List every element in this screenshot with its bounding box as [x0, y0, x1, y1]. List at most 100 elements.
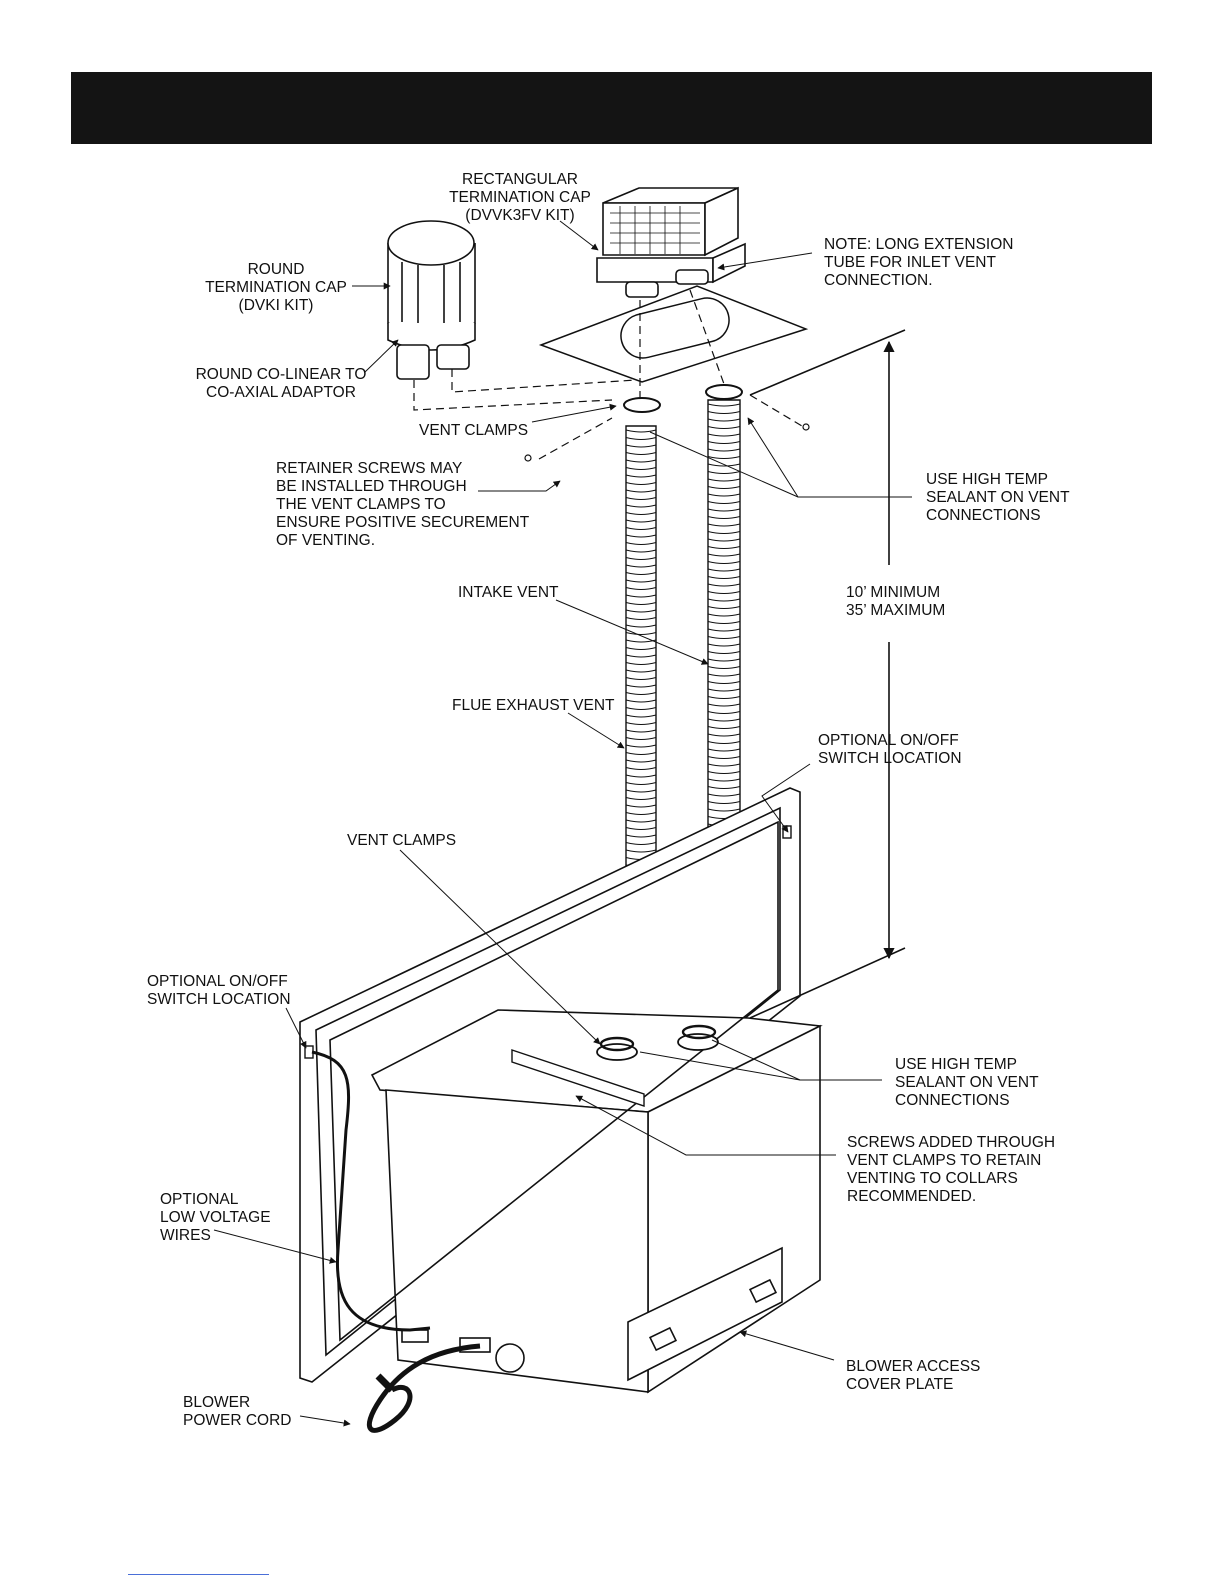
vent-rib	[625, 594, 657, 598]
vent-rib	[625, 782, 657, 785]
vent-rib	[707, 478, 741, 482]
vent-rib	[625, 707, 657, 710]
vent-rib	[625, 692, 657, 695]
vent-rib	[625, 609, 657, 613]
vent-rib	[625, 429, 657, 433]
vent-rib	[625, 842, 657, 845]
vent-clamps-top	[623, 384, 743, 413]
vent-rib	[707, 621, 741, 624]
vent-rib	[707, 403, 741, 407]
vent-rib	[625, 572, 657, 575]
vent-rib	[707, 673, 741, 677]
vent-rib	[625, 474, 657, 478]
vent-rib	[707, 418, 741, 422]
vent-rib	[625, 849, 657, 853]
vent-rib	[625, 519, 657, 523]
vent-rib	[707, 643, 741, 647]
vent-rib	[707, 688, 741, 692]
vent-rib	[625, 512, 657, 515]
vent-rib	[707, 658, 741, 662]
vent-rib	[707, 786, 741, 789]
vent-rib	[625, 437, 657, 440]
vent-rib	[707, 696, 741, 699]
vent-rib	[707, 448, 741, 452]
vent-rib	[707, 636, 741, 639]
vent-rib	[707, 561, 741, 564]
vent-rib	[707, 628, 741, 632]
vent-rib	[625, 827, 657, 830]
vent-rib	[625, 797, 657, 800]
low-voltage-wire	[311, 1050, 431, 1332]
fireplace-body	[299, 787, 823, 1394]
vent-rib	[625, 624, 657, 628]
vent-rib	[625, 489, 657, 493]
dimension-line	[749, 329, 906, 1019]
vent-rib	[707, 718, 741, 722]
vent-rib	[707, 493, 741, 497]
vent-rib	[707, 778, 741, 782]
vent-rib	[707, 666, 741, 669]
vent-rib	[707, 501, 741, 504]
vent-rib	[707, 546, 741, 549]
vent-rib	[625, 482, 657, 485]
vent-rib	[707, 591, 741, 594]
vent-rib	[625, 467, 657, 470]
vent-rib	[625, 737, 657, 740]
vent-rib	[707, 576, 741, 579]
vent-rib	[707, 426, 741, 429]
vent-rib	[625, 759, 657, 763]
vent-rib	[625, 579, 657, 583]
vent-rib	[707, 508, 741, 512]
vent-rib	[625, 767, 657, 770]
vent-clamps-bottom-label: VENT CLAMPS	[347, 832, 457, 849]
vent-rib	[625, 534, 657, 538]
vent-rib	[707, 726, 741, 729]
vent-rib	[707, 613, 741, 617]
vent-rib	[707, 456, 741, 459]
header-bar	[71, 72, 1152, 144]
flue-exhaust-label: FLUE EXHAUST VENT	[452, 697, 615, 714]
vent-rib	[625, 677, 657, 680]
vent-rib	[707, 538, 741, 542]
vent-rib	[625, 647, 657, 650]
vent-rib	[625, 564, 657, 568]
vent-rib	[625, 774, 657, 778]
round-termination-cap	[387, 220, 476, 380]
vent-rib	[625, 722, 657, 725]
intake-vent-label: INTAKE VENT	[458, 584, 559, 601]
vent-rib	[625, 669, 657, 673]
vent-rib	[707, 733, 741, 737]
vent-rib	[625, 804, 657, 808]
vent-rib	[625, 504, 657, 508]
blower-power-cord	[366, 1343, 481, 1433]
vent-rib	[625, 752, 657, 755]
vent-rib	[707, 523, 741, 527]
vent-rib	[707, 486, 741, 489]
vent-rib	[625, 602, 657, 605]
vent-rib	[625, 617, 657, 620]
vent-rib	[707, 771, 741, 774]
vent-rib	[625, 699, 657, 703]
wall-plate	[538, 285, 809, 383]
vent-rib	[707, 598, 741, 602]
vent-rib	[707, 748, 741, 752]
vent-rib	[707, 531, 741, 534]
vent-rib	[707, 568, 741, 572]
vent-rib	[707, 583, 741, 587]
vent-rib	[625, 549, 657, 553]
vent-rib	[707, 433, 741, 437]
vent-rib	[625, 497, 657, 500]
vent-rib	[625, 527, 657, 530]
vent-rib	[707, 681, 741, 684]
